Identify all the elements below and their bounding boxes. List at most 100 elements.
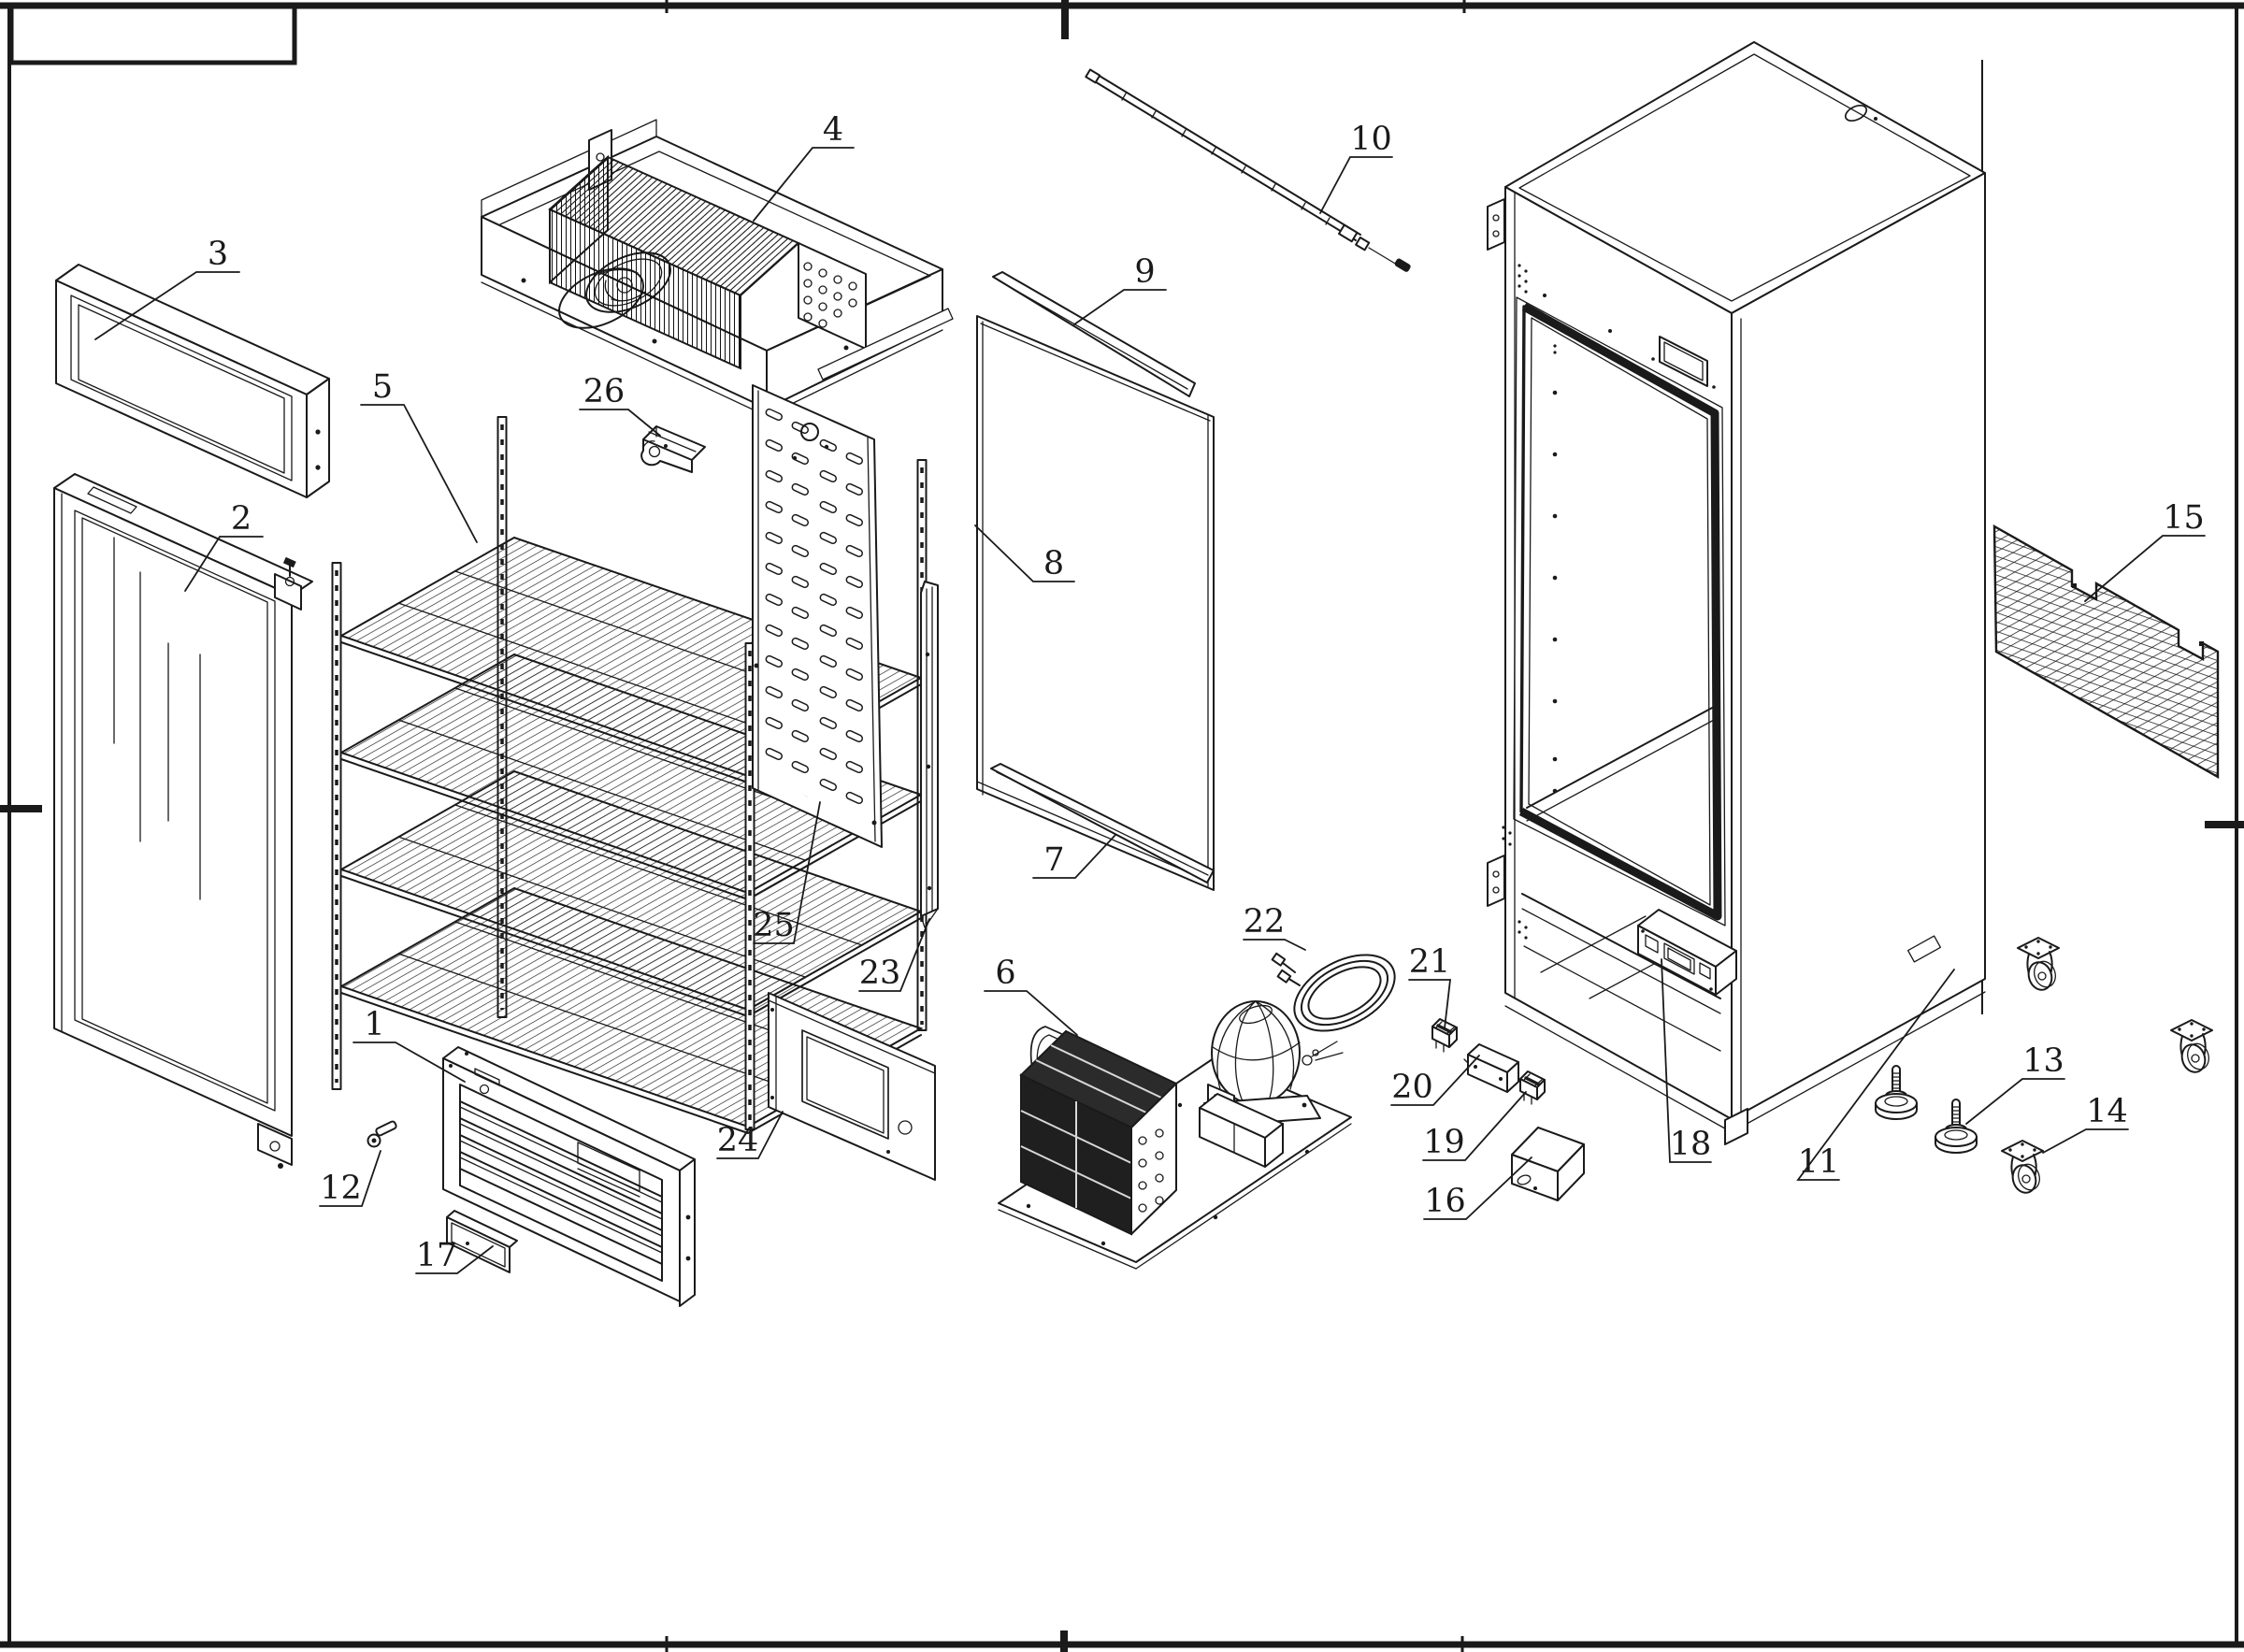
callout-26-shelf-clip: 26 xyxy=(579,373,661,437)
leader-line xyxy=(1243,939,1306,951)
led-ticks xyxy=(1121,93,1331,225)
part-6-condensing-unit xyxy=(998,1000,1352,1270)
glass-reflections xyxy=(113,537,201,900)
leader-line xyxy=(1073,289,1167,325)
part-number: 1 xyxy=(364,1006,384,1043)
callout-25-perforated-duct-panel: 25 xyxy=(753,801,821,944)
callout-17-cover-plate: 17 xyxy=(415,1237,494,1274)
callout-11-cabinet-base-frame: 11 xyxy=(1796,969,1955,1181)
callout-18-temperature-controller: 18 xyxy=(1661,958,1712,1163)
leader-line xyxy=(1422,1091,1527,1161)
part-number: 13 xyxy=(2022,1042,2064,1080)
part-10-light-strip xyxy=(1085,68,1411,272)
leader-line xyxy=(2042,1128,2129,1154)
callout-21-light-switch: 21 xyxy=(1408,943,1452,1029)
part-number: 24 xyxy=(717,1122,759,1159)
callout-6-condensing-unit: 6 xyxy=(984,955,1078,1036)
part-9-upper-trim-strip xyxy=(992,271,1196,397)
leader-line xyxy=(360,404,478,543)
part-number: 5 xyxy=(372,368,393,406)
part-18-temperature-controller xyxy=(1637,909,1737,996)
callout-15-condenser-guard-mesh: 15 xyxy=(2084,499,2206,602)
part-23-corner-trim-strip xyxy=(920,581,939,928)
part-number: 15 xyxy=(2163,499,2205,537)
leader-line xyxy=(1390,1055,1480,1106)
callout-13-leveling-foot: 13 xyxy=(1965,1042,2065,1125)
callout-19-power-switch: 19 xyxy=(1422,1091,1527,1161)
part-14-caster xyxy=(2170,1019,2213,1076)
part-13-leveling-foot xyxy=(1935,1099,1978,1154)
leader-line xyxy=(974,524,1075,582)
leader-line xyxy=(2084,535,2206,602)
leader-line xyxy=(415,1245,494,1274)
door-opening xyxy=(1513,296,1726,927)
part-number: 6 xyxy=(995,955,1015,992)
leader-line xyxy=(1408,979,1452,1029)
title-block xyxy=(8,4,297,65)
part-2-glass-door xyxy=(53,473,313,1169)
door-bottom-corner xyxy=(257,1123,293,1169)
callout-20-control-box: 20 xyxy=(1390,1055,1480,1106)
callout-22-tubing-coil: 22 xyxy=(1243,903,1306,951)
callout-10-light-strip: 10 xyxy=(1319,121,1393,214)
callout-8-side-glass-panel: 8 xyxy=(974,524,1075,582)
leader-line xyxy=(352,1041,466,1083)
door-top-hinge xyxy=(274,556,302,611)
callout-7-lower-trim-strip: 7 xyxy=(1032,834,1116,879)
part-14-caster xyxy=(2001,1140,2044,1197)
leader-line xyxy=(1661,958,1712,1163)
leader-line xyxy=(1032,834,1116,879)
part-number: 16 xyxy=(1424,1183,1466,1220)
leader-line xyxy=(716,1111,784,1159)
hinge-bracket-top xyxy=(1487,198,1528,294)
evaporator-coil xyxy=(548,154,954,381)
part-number: 7 xyxy=(1043,841,1064,879)
controller-cutout xyxy=(1651,336,1716,389)
part-24-access-panel xyxy=(768,992,936,1181)
callout-3-header-panel: 3 xyxy=(94,236,240,340)
part-number: 8 xyxy=(1043,545,1064,582)
part-number: 4 xyxy=(823,111,843,149)
part-16-electrical-box xyxy=(1511,1127,1585,1201)
part-number: 11 xyxy=(1798,1143,1840,1181)
coil-u-bends xyxy=(803,262,857,328)
part-number: 22 xyxy=(1244,903,1286,941)
callout-layer: 1234567891011121314151617181920212223242… xyxy=(94,111,2206,1274)
callout-16-electrical-box: 16 xyxy=(1423,1156,1532,1220)
part-22-tubing-coil xyxy=(1271,952,1396,1032)
part-number: 14 xyxy=(2086,1093,2128,1130)
part-4-evaporator-assembly xyxy=(481,119,954,417)
part-19-power-switch xyxy=(1518,1070,1546,1106)
callout-24-access-panel: 24 xyxy=(716,1111,784,1159)
leader-line xyxy=(184,536,264,592)
front-posts xyxy=(331,562,755,1130)
part-number: 21 xyxy=(1409,943,1451,981)
condenser-coil xyxy=(1019,1026,1178,1236)
part-number: 9 xyxy=(1134,253,1155,291)
callout-2-glass-door: 2 xyxy=(184,500,264,592)
part-number: 23 xyxy=(859,955,901,992)
part-12-hinge-pin xyxy=(367,1120,397,1148)
part-number: 10 xyxy=(1350,121,1392,158)
part-14-caster xyxy=(2017,937,2060,994)
junction-duct xyxy=(1199,1093,1284,1168)
leader-line xyxy=(1796,969,1955,1181)
base-frame xyxy=(1504,893,1986,1145)
part-20-control-box xyxy=(1463,1043,1519,1093)
top-hole xyxy=(1844,104,1868,122)
cabinet-body xyxy=(1487,41,1986,1145)
part-3-header-panel xyxy=(55,264,330,498)
part-17-cover-plate xyxy=(446,1210,518,1273)
part-number: 25 xyxy=(753,907,795,944)
leader-line xyxy=(753,147,855,222)
leader-line xyxy=(94,271,240,340)
part-number: 20 xyxy=(1391,1069,1433,1106)
part-15-condenser-guard-mesh xyxy=(1992,524,2220,780)
leader-line xyxy=(984,990,1078,1036)
part-number: 3 xyxy=(208,236,228,273)
leader-line xyxy=(319,1150,381,1207)
